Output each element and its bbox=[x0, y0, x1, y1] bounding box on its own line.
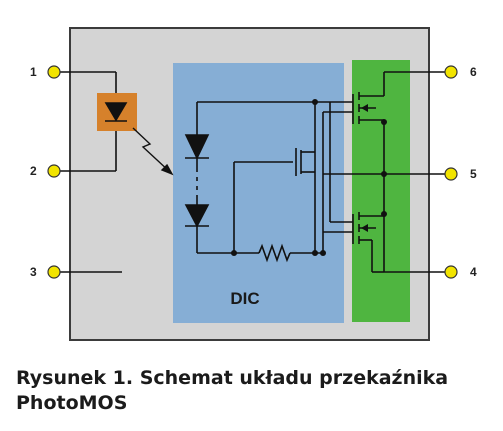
light-arrow-icon bbox=[132, 127, 174, 176]
pin-leads bbox=[60, 71, 446, 273]
dic-wiring bbox=[196, 101, 384, 263]
pin-3-label: 3 bbox=[30, 265, 37, 279]
photodiode-icon bbox=[184, 134, 210, 228]
pin-4-label: 4 bbox=[470, 265, 477, 279]
caption-line-2: PhotoMOS bbox=[16, 392, 128, 414]
pin-2-dot bbox=[47, 164, 61, 178]
mosfet-block bbox=[352, 60, 410, 322]
pin-5-dot bbox=[444, 167, 458, 181]
pin-1-dot bbox=[47, 65, 61, 79]
figure-caption: Rysunek 1. Schemat układu przekaźnika Ph… bbox=[16, 366, 496, 416]
mosfet-arrows-icon bbox=[361, 104, 368, 232]
dic-label: DIC bbox=[230, 289, 259, 308]
pin-1-label: 1 bbox=[30, 65, 37, 79]
pin-6-label: 6 bbox=[470, 65, 477, 79]
pin-dots bbox=[47, 65, 458, 279]
pin-3-dot bbox=[47, 265, 61, 279]
pin-4-dot bbox=[444, 265, 458, 279]
photomos-schematic: DIC bbox=[30, 27, 477, 341]
pin-2-label: 2 bbox=[30, 164, 37, 178]
led-icon bbox=[104, 102, 128, 122]
caption-line-1: Rysunek 1. Schemat układu przekaźnika bbox=[16, 367, 449, 389]
pin-6-dot bbox=[444, 65, 458, 79]
pin-5-label: 5 bbox=[470, 167, 477, 181]
